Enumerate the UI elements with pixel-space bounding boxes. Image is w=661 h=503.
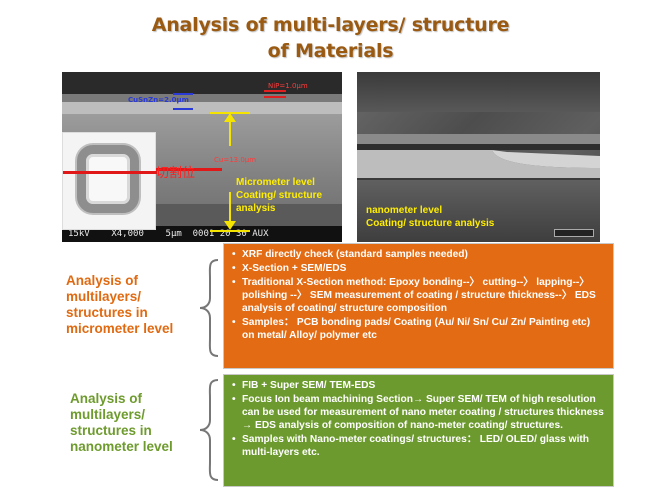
square-ring-part [77,145,139,213]
tem-scale-bar [554,229,594,237]
cu-thickness-arrow-upper [229,121,231,146]
cu-thickness-bottom-bar [210,230,250,232]
cut-line [63,171,157,174]
sem-label-cusnzn: CuSnZn=2.0μm [128,96,189,104]
micrometer-item: Traditional X-Section method: Epoxy bond… [232,276,605,315]
sem-label-cu: Cu=13.0μm [214,156,257,164]
tem-top-region [357,72,600,112]
micrometer-section-label: Analysis of multilayers/ structures in m… [66,273,173,337]
nanometer-item: Samples with Nano-meter coatings/ struct… [232,433,605,459]
tem-caption-line-2: Coating/ structure analysis [366,218,495,229]
sem-label-nip: NiP=1.0μm [268,82,308,90]
cu-thickness-arrow-lower [229,192,231,222]
sem-nip-layer [62,94,342,102]
micrometer-label-line: micrometer level [66,321,174,336]
cusnzn-marker-bottom [173,108,193,110]
sem-caption-line-1: Micrometer level [236,177,315,188]
sem-cusnzn-layer [62,102,342,114]
cu-arrow-head-down [224,221,236,230]
micrometer-item: X-Section + SEM/EDS [232,262,605,275]
micrometer-brace [199,259,219,357]
part-photo-inset [62,132,157,230]
nanometer-item: FIB + Super SEM/ TEM-EDS [232,379,605,392]
nip-marker-top [264,90,286,92]
cut-position-label: 切割位 [156,166,196,181]
cut-line-extension [156,168,222,171]
nanometer-label-line: Analysis of [70,391,143,406]
micrometer-item: Samples： PCB bonding pads/ Coating (Au/ … [232,316,605,342]
nanometer-methods-panel: FIB + Super SEM/ TEM-EDS Focus Ion beam … [223,374,614,487]
micrometer-label-line: structures in [66,305,148,320]
cusnzn-marker-top [173,93,193,95]
title-line-2: of Materials [267,40,394,62]
nanometer-label-line: nanometer level [70,439,173,454]
micrometer-label-line: Analysis of [66,273,139,288]
nanometer-item: Focus Ion beam machining Section→ Super … [232,393,605,432]
nip-marker-bottom [264,96,286,98]
sem-caption-line-3: analysis [236,203,276,214]
nanometer-brace [199,379,219,481]
nanometer-section-label: Analysis of multilayers/ structures in n… [70,391,173,455]
micrometer-methods-panel: XRF directly check (standard samples nee… [223,243,614,369]
sem-info-bar: 15kV X4,000 5μm 0001 20 30 AUX [62,226,342,242]
tem-caption-line-1: nanometer level [366,205,443,216]
nanometer-label-line: structures in [70,423,152,438]
sem-top-layer [62,72,342,94]
tem-micrograph [357,72,600,242]
cu-arrow-head-up [224,113,236,122]
micrometer-item: XRF directly check (standard samples nee… [232,248,605,261]
title-line-1: Analysis of multi-layers/ structure [151,14,510,36]
nanometer-label-line: multilayers/ [70,407,146,422]
micrometer-label-line: multilayers/ [66,289,142,304]
sem-caption-line-2: Coating/ structure [236,190,323,201]
